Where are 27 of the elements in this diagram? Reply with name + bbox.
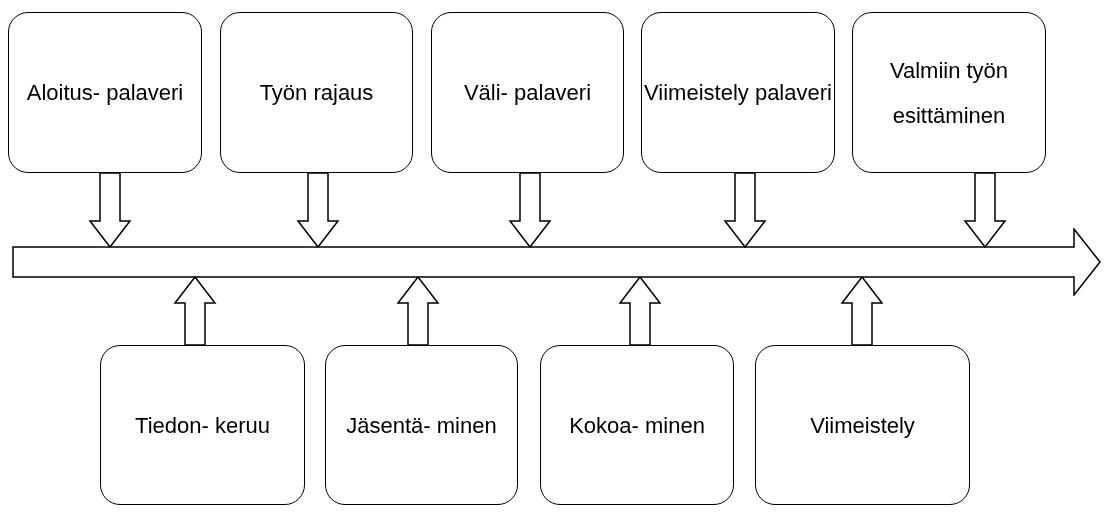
process-box bbox=[431, 12, 624, 173]
block-arrow bbox=[88, 172, 132, 249]
process-box bbox=[220, 12, 413, 173]
box-label: Jäsentä- minen bbox=[346, 411, 497, 440]
block-arrow bbox=[508, 172, 552, 249]
block-arrow bbox=[173, 275, 217, 346]
block-arrow bbox=[963, 172, 1007, 249]
box-label: Väli- palaveri bbox=[463, 79, 592, 107]
process-box bbox=[755, 345, 970, 505]
block-arrow bbox=[840, 275, 884, 346]
process-box bbox=[100, 345, 305, 505]
process-box bbox=[8, 12, 202, 173]
box-label: Viimeistely bbox=[810, 411, 915, 440]
process-box bbox=[325, 345, 518, 505]
box-label: Viimeistely palaveri bbox=[644, 79, 832, 107]
box-label: Tiedon- keruu bbox=[135, 411, 270, 440]
block-arrow bbox=[618, 275, 662, 346]
box-label: Kokoa- minen bbox=[569, 411, 705, 440]
process-box bbox=[852, 12, 1046, 173]
box-label: Aloitus- palaveri bbox=[26, 79, 184, 107]
block-arrow bbox=[296, 172, 340, 249]
box-label: Työn rajaus bbox=[259, 79, 374, 107]
box-label: Valmiin työn esittäminen bbox=[888, 56, 1010, 130]
process-box bbox=[641, 12, 835, 173]
block-arrow bbox=[396, 275, 440, 346]
block-arrow bbox=[723, 172, 767, 249]
process-box bbox=[540, 345, 734, 505]
